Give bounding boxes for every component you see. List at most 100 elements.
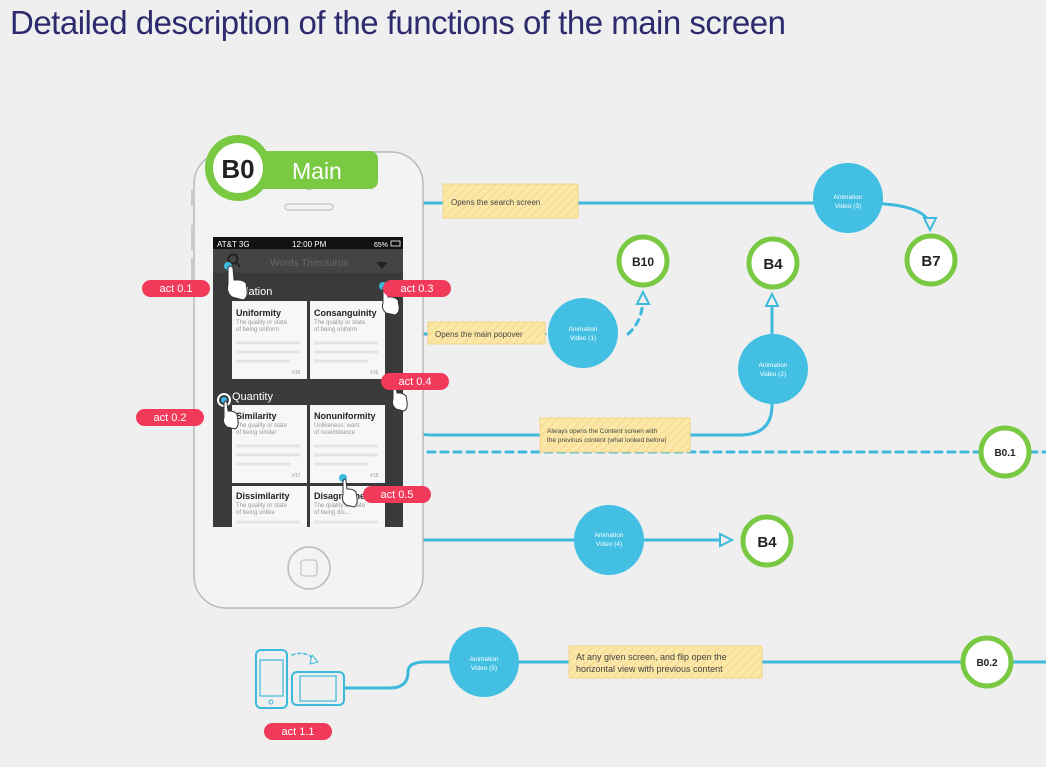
video-1-circle[interactable]: Animation Video (1) — [548, 298, 618, 368]
phone-earpiece — [284, 203, 334, 211]
note-flip: At any given screen, and flip open the h… — [568, 645, 763, 679]
hand-pointer-icon — [222, 400, 239, 430]
arrow-to-b10 — [635, 289, 651, 305]
action-label: act 0.4 — [398, 376, 431, 388]
card-title: Uniformity — [236, 308, 281, 318]
node-b4-bottom[interactable]: B4 — [740, 514, 794, 568]
card-desc: of being uniform — [314, 327, 357, 333]
note-text: Opens the main popover — [435, 330, 523, 339]
card-title: Nonuniformity — [314, 411, 376, 421]
action-act-1-1[interactable]: act 1.1 — [264, 723, 332, 740]
video-label: Video (2) — [760, 371, 786, 378]
card-number: #17 — [292, 473, 301, 479]
video-label: Animation — [759, 362, 788, 369]
node-label: B0.1 — [994, 448, 1016, 459]
node-label: B4 — [763, 256, 783, 273]
action-label: act 0.5 — [380, 489, 413, 501]
action-act-0-1[interactable]: act 0.1 — [142, 280, 210, 297]
rotate-device-icon — [255, 649, 345, 709]
status-battery: 65% — [374, 242, 388, 249]
arrow-to-b7 — [922, 217, 938, 233]
landscape-phone-icon — [291, 671, 345, 706]
line-device-rotate — [291, 652, 316, 661]
target-nodes: B7 B10 B4 B0.1 B4 B0.2 — [616, 233, 1032, 689]
node-label: B0.2 — [976, 658, 998, 669]
note-text: At any given screen, and flip open the — [576, 652, 727, 662]
arrow-device — [309, 653, 319, 665]
status-time: 12:00 PM — [292, 240, 327, 249]
action-act-0-3[interactable]: act 0.3 — [383, 280, 451, 297]
video-label: Animation — [470, 656, 499, 663]
node-label: B7 — [921, 253, 940, 270]
card-uniformity[interactable] — [232, 301, 307, 379]
card-desc: of being uniform — [236, 327, 279, 333]
hand-pointer-icon — [227, 265, 248, 301]
node-b01[interactable]: B0.1 — [978, 425, 1032, 479]
node-label: B10 — [632, 255, 654, 269]
hand-pointer-icon — [341, 478, 358, 508]
phone-side-button — [191, 225, 194, 250]
card-title: Dissimilarity — [236, 491, 290, 501]
card-desc: The quality or state — [236, 423, 288, 429]
arrowheads — [309, 217, 938, 665]
card-desc: of resemblance — [314, 430, 356, 436]
note-content: Always opens the Content screen with the… — [539, 417, 691, 453]
line-flip-to-b02 — [343, 660, 967, 690]
action-pills: act 0.1 act 0.3 act 0.4 act 0.2 act 0.5 … — [136, 280, 451, 740]
video-label: Video (5) — [471, 665, 497, 672]
action-act-0-4[interactable]: act 0.4 — [381, 373, 449, 390]
node-b10[interactable]: B10 — [616, 234, 670, 288]
node-b02[interactable]: B0.2 — [960, 635, 1014, 689]
node-b7[interactable]: B7 — [904, 233, 958, 287]
nav-title: Words Thesaurus — [270, 258, 349, 269]
action-label: act 0.3 — [400, 283, 433, 295]
note-text: the previous content (what looked before… — [547, 437, 667, 444]
action-label: act 0.2 — [153, 412, 186, 424]
animation-videos: Animation Video (3) Animation Video (1) … — [449, 163, 883, 697]
card-dissimilarity[interactable] — [232, 486, 307, 527]
portrait-phone-icon — [255, 649, 288, 709]
note-text: Always opens the Content screen with — [547, 428, 658, 435]
b0-main-badge: Main B0 — [205, 135, 378, 201]
card-nonuniformity[interactable] — [310, 405, 385, 483]
card-consanguinity[interactable] — [310, 301, 385, 379]
card-desc: The quality or state — [236, 503, 288, 509]
video-label: Animation — [569, 326, 598, 333]
card-similarity[interactable] — [232, 405, 307, 483]
action-label: act 1.1 — [281, 726, 314, 738]
card-desc: The quality or state — [314, 320, 366, 326]
card-title: Similarity — [236, 411, 277, 421]
card-title: Consanguinity — [314, 308, 377, 318]
card-desc: of being unlike — [236, 510, 275, 516]
note-search: Opens the search screen — [442, 183, 579, 219]
card-number: #16 — [292, 370, 301, 376]
action-label: act 0.1 — [159, 283, 192, 295]
nav-bar — [213, 249, 403, 273]
phone-side-button — [191, 258, 194, 283]
video-2-circle[interactable]: Animation Video (2) — [738, 334, 808, 404]
note-text: Opens the search screen — [451, 198, 540, 207]
card-number: #16 — [370, 370, 379, 376]
note-popover: Opens the main popover — [427, 321, 546, 345]
dropdown-icon[interactable] — [376, 262, 388, 269]
line-video1-to-b10 — [626, 298, 645, 336]
section-quantity: Quantity — [232, 391, 273, 403]
touch-points — [217, 262, 408, 508]
home-button-square — [300, 559, 318, 577]
node-b4-top[interactable]: B4 — [746, 236, 800, 290]
video-label: Animation — [834, 194, 863, 201]
video-5-circle[interactable]: Animation Video (5) — [449, 627, 519, 697]
status-bar — [213, 237, 403, 249]
action-act-0-5[interactable]: act 0.5 — [363, 486, 431, 503]
video-label: Animation — [595, 532, 624, 539]
video-4-circle[interactable]: Animation Video (4) — [574, 505, 644, 575]
b0-code: B0 — [221, 154, 254, 184]
card-desc: Unlikeness; want — [314, 423, 360, 429]
arrow-to-b4-top — [764, 291, 780, 307]
action-act-0-2[interactable]: act 0.2 — [136, 409, 204, 426]
search-icon[interactable] — [227, 253, 241, 268]
status-carrier: AT&T 3G — [217, 240, 250, 249]
phone-side-button — [191, 190, 194, 206]
card-number: #18 — [370, 473, 379, 479]
video-3-circle[interactable]: Animation Video (3) — [813, 163, 883, 233]
